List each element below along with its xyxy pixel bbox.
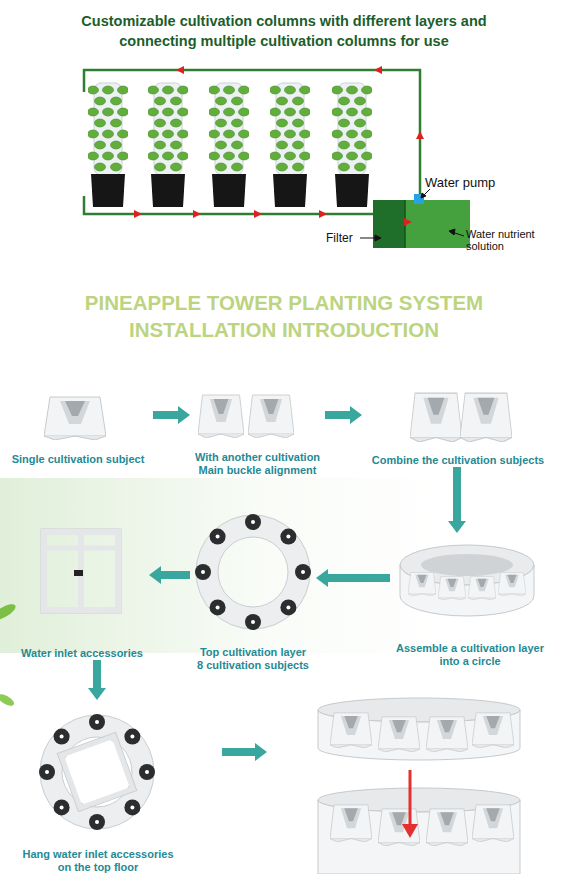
leader-head xyxy=(375,235,381,241)
cultivation-piece xyxy=(410,393,462,442)
flow-arrow xyxy=(404,218,412,226)
frame-pipe xyxy=(44,546,118,551)
nutrient-tank xyxy=(373,194,470,248)
flow-arrow xyxy=(134,210,142,218)
step-node: Combine the cultivation subjects xyxy=(362,385,554,467)
step-caption: With another cultivation Main buckle ali… xyxy=(190,451,325,477)
cultivation-piece xyxy=(408,573,436,596)
step-node: Top cultivation layer 8 cultivation subj… xyxy=(190,500,316,672)
cultivation-piece xyxy=(472,805,514,842)
step-caption: Single cultivation subject xyxy=(6,453,151,466)
cultivation-piece xyxy=(198,395,244,438)
cultivation-piece xyxy=(44,397,106,440)
cultivation-piece xyxy=(426,809,468,846)
cultivation-piece xyxy=(330,805,372,842)
cultivation-ring xyxy=(400,545,534,616)
step-arrow xyxy=(316,569,390,587)
leader-head xyxy=(449,229,455,235)
step-arrow xyxy=(88,660,106,700)
step-arrow xyxy=(153,406,190,424)
cultivation-piece xyxy=(438,577,466,600)
tower xyxy=(332,83,373,207)
callout-label: Filter xyxy=(326,231,360,245)
tower xyxy=(270,83,311,207)
step-caption: Hang water inlet accessories on the top … xyxy=(18,848,178,874)
step-arrow xyxy=(149,566,190,584)
red-arrow xyxy=(409,770,412,826)
top-ring xyxy=(195,514,311,630)
top-ring xyxy=(39,714,155,830)
stacked-layers xyxy=(318,698,520,874)
callout-label: Water pump xyxy=(425,175,545,190)
cultivation-piece xyxy=(472,713,514,748)
tower xyxy=(88,83,129,207)
step-caption: Water inlet accessories xyxy=(17,647,147,660)
solution-tank xyxy=(373,200,470,248)
tower xyxy=(209,83,250,207)
step-caption: Combine the cultivation subjects xyxy=(365,454,551,467)
cultivation-piece xyxy=(426,717,468,752)
step-node: Assemble a cultivation layer into a circ… xyxy=(390,533,550,668)
step-node: Hang water inlet accessories on the top … xyxy=(17,700,179,874)
flow-arrow xyxy=(416,131,424,139)
step-node: Single cultivation subject xyxy=(3,388,153,466)
cultivation-piece xyxy=(378,809,420,846)
cultivation-piece xyxy=(248,395,294,438)
step-arrow xyxy=(325,406,362,424)
step-arrow xyxy=(222,743,267,761)
flow-arrow xyxy=(254,210,262,218)
callout-label: Water nutrient solution xyxy=(466,228,566,252)
flow-arrow xyxy=(374,66,382,74)
ring-band xyxy=(318,710,520,760)
flow-arrow xyxy=(176,66,184,74)
flow-arrows xyxy=(134,66,424,218)
ring-band xyxy=(318,800,520,874)
cultivation-piece xyxy=(378,717,420,752)
frame-pipe xyxy=(44,532,118,610)
leader-lines xyxy=(360,189,464,241)
tower xyxy=(148,83,189,207)
cultivation-piece xyxy=(330,713,372,748)
inlet-valve xyxy=(74,570,83,576)
leaf-decoration xyxy=(0,692,16,708)
step-node: With another cultivation Main buckle ali… xyxy=(190,385,325,477)
section-heading: PINEAPPLE TOWER PLANTING SYSTEM INSTALLA… xyxy=(24,289,544,343)
cultivation-piece xyxy=(468,577,496,600)
step-node: Water inlet accessories xyxy=(15,525,149,660)
leaf-decoration xyxy=(0,601,18,623)
cultivation-piece xyxy=(460,393,512,442)
step-arrow xyxy=(448,467,466,533)
flow-arrow xyxy=(319,210,327,218)
leader-head xyxy=(421,193,426,198)
inlet-frame xyxy=(41,529,121,613)
filter-chamber xyxy=(373,200,405,248)
step-caption: Top cultivation layer 8 cultivation subj… xyxy=(196,646,310,672)
flow-arrow xyxy=(193,210,201,218)
pipe-system xyxy=(84,70,420,214)
frame-outline xyxy=(41,529,121,613)
red-arrow-head xyxy=(402,824,418,838)
diagram-title: Customizable cultivation columns with di… xyxy=(59,11,509,51)
frame-pipe xyxy=(61,736,133,808)
ring-band xyxy=(400,565,534,616)
ring-hole xyxy=(421,554,513,576)
step-caption: Assemble a cultivation layer into a circ… xyxy=(393,642,548,668)
cultivation-piece xyxy=(498,573,526,596)
frame-outline xyxy=(57,732,136,811)
